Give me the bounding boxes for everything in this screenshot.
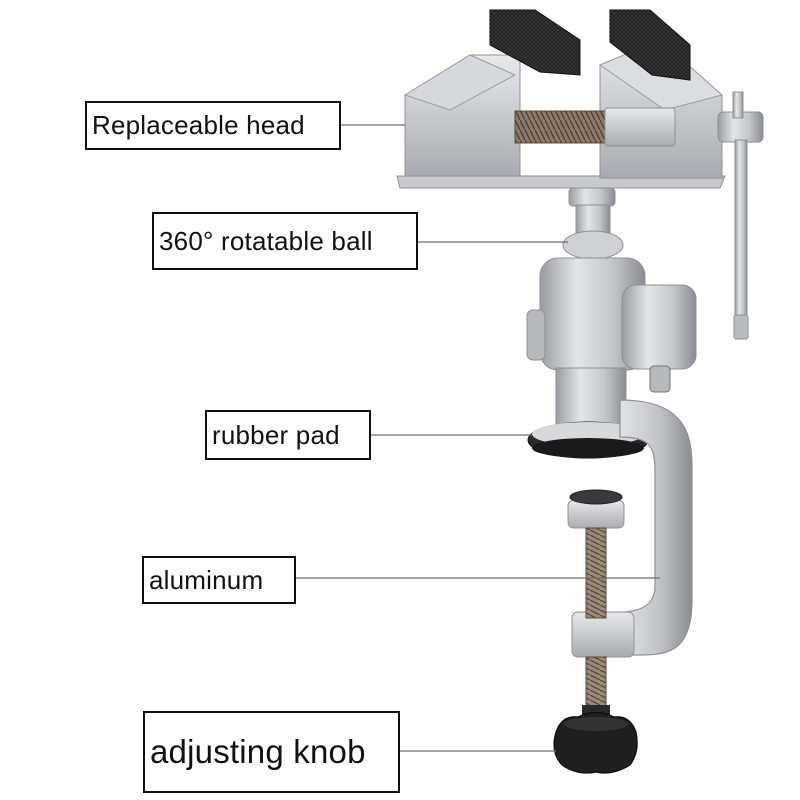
clamp-screw — [567, 489, 625, 718]
label-rotatable-ball: 360° rotatable ball — [152, 212, 418, 270]
vise-head — [396, 9, 764, 340]
rubber-pad — [527, 421, 649, 459]
leader-lines — [296, 124, 660, 752]
label-rubber-pad: rubber pad — [205, 410, 371, 460]
jaw-pad-right — [609, 9, 691, 81]
rotatable-ball — [562, 187, 624, 260]
label-aluminum: aluminum — [142, 556, 296, 604]
jaw-pad-left — [489, 9, 581, 76]
label-replaceable-head: Replaceable head — [85, 101, 341, 150]
vise-handle — [717, 91, 764, 340]
swivel-housing — [526, 257, 697, 429]
label-adjusting-knob: adjusting knob — [143, 711, 400, 793]
c-clamp — [571, 399, 693, 658]
adjusting-knob — [553, 705, 638, 774]
lead-screw — [514, 107, 676, 147]
